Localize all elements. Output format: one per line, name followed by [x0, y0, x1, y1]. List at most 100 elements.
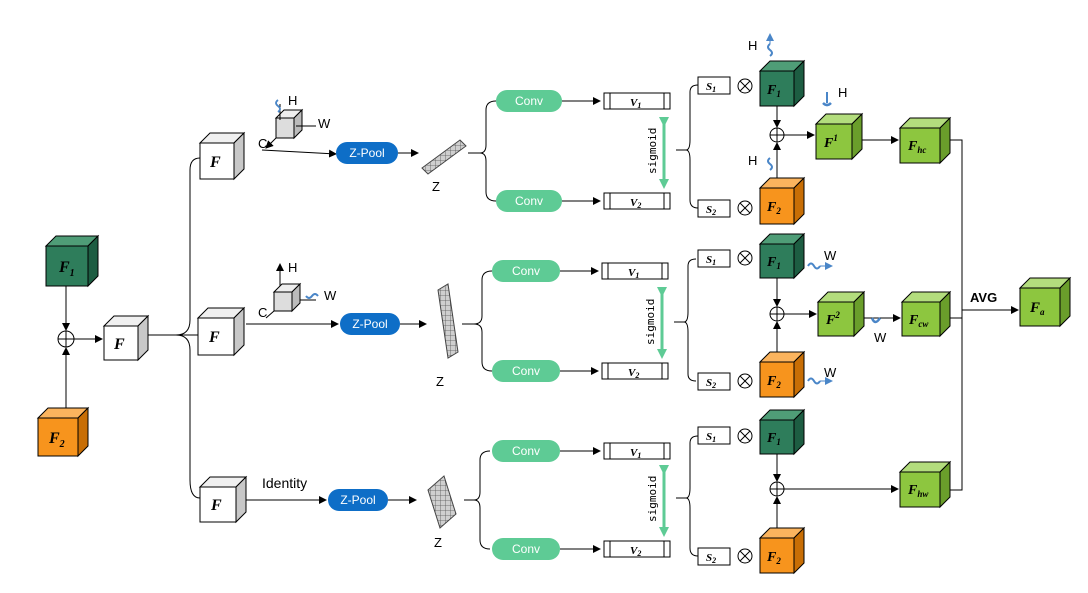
svg-text:F: F — [209, 154, 221, 171]
svg-text:V2: V2 — [628, 367, 639, 380]
svg-text:F: F — [113, 336, 125, 353]
f-cw-cube: Fcw — [900, 290, 952, 338]
svg-text:V1: V1 — [630, 447, 641, 460]
scalar-s1-a: S1 — [697, 76, 731, 95]
vector-v2-a: V2 — [603, 192, 671, 210]
conv-1a: Conv — [496, 90, 562, 112]
svg-text:F1: F1 — [766, 83, 781, 99]
svg-text:V1: V1 — [628, 267, 639, 280]
svg-text:V2: V2 — [630, 197, 641, 210]
rotate-h-icon-fsup1 — [822, 92, 832, 107]
input-f2-cube: F2 — [36, 406, 90, 458]
conv-3b: Conv — [492, 538, 560, 560]
svg-text:Fhw: Fhw — [907, 483, 929, 499]
svg-text:Conv: Conv — [512, 264, 540, 278]
scalar-s1-c: S1 — [697, 426, 731, 445]
svg-text:S1: S1 — [706, 81, 716, 94]
sigmoid-2: sigmoid — [644, 287, 667, 359]
vector-v1-c: V1 — [603, 442, 671, 460]
svg-text:Conv: Conv — [512, 542, 540, 556]
f1-cube-branch3: F1 — [758, 408, 806, 456]
z-slab-3: Z — [427, 475, 457, 550]
svg-text:sigmoid: sigmoid — [646, 476, 659, 522]
svg-text:Conv: Conv — [515, 94, 543, 108]
scalar-s2-c: S2 — [697, 547, 731, 566]
sum-op-1 — [769, 127, 785, 143]
multiply-op-2a — [737, 250, 753, 266]
svg-text:F2: F2 — [48, 430, 65, 450]
multiply-op-1b — [737, 200, 753, 216]
svg-text:H: H — [288, 93, 297, 108]
zpool-3: Z-Pool — [328, 489, 388, 511]
svg-text:V2: V2 — [630, 545, 641, 558]
svg-text:S2: S2 — [706, 552, 716, 565]
svg-text:C: C — [258, 136, 267, 151]
svg-text:H: H — [288, 260, 297, 275]
svg-text:W: W — [824, 365, 837, 380]
multiply-op-3a — [737, 428, 753, 444]
svg-text:F2: F2 — [825, 310, 840, 328]
scalar-s2-a: S2 — [697, 199, 731, 218]
avg-label: AVG — [970, 290, 997, 305]
conv-2b: Conv — [492, 360, 560, 382]
f1-cube-branch2: F1 — [758, 232, 806, 280]
svg-text:S2: S2 — [706, 204, 716, 217]
svg-text:Z: Z — [432, 179, 440, 194]
svg-text:S1: S1 — [706, 254, 716, 267]
axes-branch1: H W C — [258, 93, 331, 151]
identity-label: Identity — [262, 475, 307, 491]
rotate-w-icon-fsup2 — [870, 317, 882, 324]
branch3-f-cube: F — [198, 475, 248, 524]
sum-op-3 — [769, 481, 785, 497]
svg-text:H: H — [748, 38, 757, 53]
conv-1b: Conv — [496, 190, 562, 212]
vector-v1-b: V1 — [601, 262, 669, 280]
scalar-s2-b: S2 — [697, 372, 731, 391]
svg-text:S1: S1 — [706, 431, 716, 444]
svg-text:C: C — [258, 305, 267, 320]
svg-text:sigmoid: sigmoid — [646, 128, 659, 174]
svg-text:Conv: Conv — [512, 364, 540, 378]
f-sup1-cube: F1 — [814, 112, 864, 161]
rotate-w-icon-f2 — [807, 377, 833, 385]
rotate-w-icon — [305, 293, 319, 299]
rotate-h-icon — [275, 99, 281, 113]
z-slab-1: Z — [421, 139, 467, 194]
axes-branch2: H W C — [258, 260, 337, 320]
sigmoid-3: sigmoid — [646, 465, 669, 537]
rotate-h-icon-f2 — [767, 157, 773, 171]
svg-text:W: W — [874, 330, 887, 345]
svg-text:S2: S2 — [706, 377, 716, 390]
zpool-1: Z-Pool — [336, 142, 398, 164]
svg-text:F1: F1 — [766, 431, 781, 447]
f-sup2-cube: F2 — [816, 290, 866, 338]
f-hc-cube: Fhc — [898, 116, 952, 165]
svg-text:W: W — [824, 248, 837, 263]
svg-text:F1: F1 — [58, 259, 75, 279]
conv-2a: Conv — [492, 260, 560, 282]
svg-text:Z-Pool: Z-Pool — [349, 146, 384, 160]
svg-text:Fhc: Fhc — [907, 139, 926, 155]
multiply-op-1a — [737, 78, 753, 94]
svg-text:F2: F2 — [766, 200, 781, 216]
svg-text:Z: Z — [434, 535, 442, 550]
sigmoid-1: sigmoid — [646, 117, 669, 189]
vector-v2-c: V2 — [603, 540, 671, 558]
svg-text:Z: Z — [436, 374, 444, 389]
svg-text:Conv: Conv — [515, 194, 543, 208]
svg-text:V1: V1 — [630, 97, 641, 110]
f2-cube-branch3: F2 — [758, 526, 806, 575]
svg-text:Conv: Conv — [512, 444, 540, 458]
f1-cube-branch1: F1 — [758, 59, 806, 108]
svg-text:sigmoid: sigmoid — [644, 299, 657, 345]
svg-text:H: H — [838, 85, 847, 100]
zpool-2: Z-Pool — [340, 313, 400, 335]
rotate-h-icon-f1 — [766, 33, 774, 57]
sum-op-2 — [769, 306, 785, 322]
svg-text:W: W — [318, 116, 331, 131]
svg-text:F1: F1 — [766, 255, 781, 271]
input-f1-cube: F1 — [44, 234, 100, 288]
branch1-f-cube: F — [198, 131, 246, 181]
svg-text:F2: F2 — [766, 550, 781, 566]
